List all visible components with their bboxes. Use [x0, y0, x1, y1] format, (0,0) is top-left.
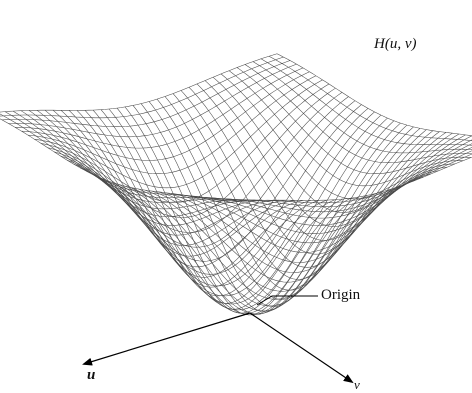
mesh-line [217, 142, 472, 203]
u-axis-line [84, 313, 250, 364]
mesh-line [54, 92, 342, 232]
mesh-line [184, 136, 472, 234]
mesh-line [74, 105, 362, 275]
u-axis-label: u [87, 367, 95, 384]
mesh-line [61, 110, 295, 256]
mesh-line [178, 135, 466, 243]
origin-label: Origin [321, 287, 360, 304]
v-axis-label: v [354, 377, 360, 393]
function-label: H(u, v) [374, 36, 416, 53]
v-axis-line [250, 313, 352, 382]
mesh-line [100, 118, 388, 310]
mesh-line [253, 62, 472, 153]
mesh-line [0, 54, 277, 113]
mesh-line [223, 144, 472, 203]
mesh-line [117, 108, 351, 313]
mesh-line [28, 76, 316, 174]
mesh-line [126, 127, 414, 311]
mesh-line [205, 81, 439, 227]
mesh-line [15, 68, 303, 148]
mesh-line [277, 54, 472, 144]
mesh-line [204, 139, 472, 212]
mesh-line [133, 105, 367, 314]
axes [84, 296, 352, 382]
mesh-surface [0, 54, 472, 315]
mesh-line [35, 80, 323, 188]
